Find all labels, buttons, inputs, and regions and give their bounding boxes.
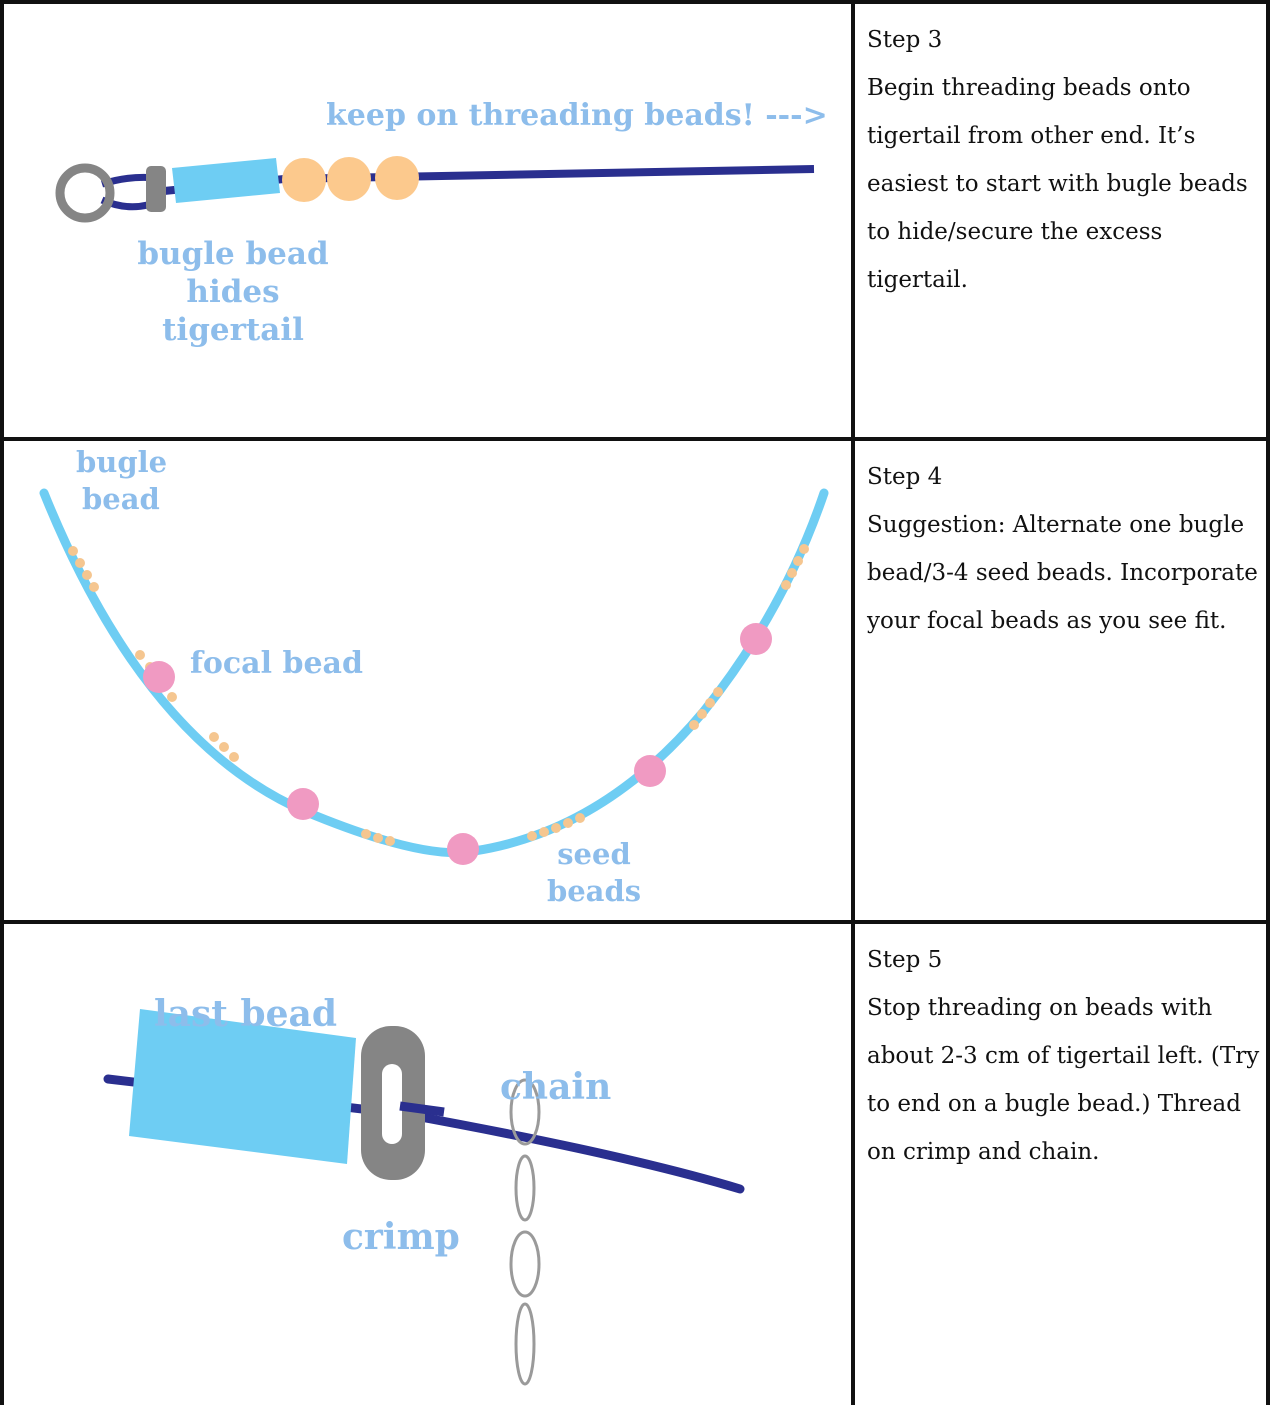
step-5-diagram: last bead chain crimp xyxy=(4,924,851,1405)
seed-beads-label-line: beads xyxy=(547,874,641,908)
jump-ring xyxy=(55,163,115,223)
step-3-text: Step 3 Begin threading beads onto tigert… xyxy=(867,16,1262,304)
step-title: Step 4 xyxy=(867,464,943,490)
bugle-bead-label-line: bead xyxy=(82,482,160,516)
step-4-illustration: bugle bead focal bead seed beads xyxy=(39,445,829,908)
step-title: Step 5 xyxy=(867,947,943,973)
table-border-left xyxy=(0,0,4,1405)
table-column-divider xyxy=(851,0,855,1405)
step-description: Begin threading beads onto tigertail fro… xyxy=(867,75,1248,293)
chain xyxy=(509,1078,541,1386)
seed-beads-label-line: seed xyxy=(557,837,631,871)
bugle-bead xyxy=(172,158,280,203)
table-row-divider xyxy=(0,437,1270,441)
crimp-label: crimp xyxy=(342,1216,460,1258)
bugle-bead-label-line: hides xyxy=(186,274,279,310)
round-bead xyxy=(375,156,419,200)
step-row-3: keep on threading beads! ---> bugle bead… xyxy=(0,4,1270,437)
focal-beads xyxy=(143,623,772,865)
table-border-right xyxy=(1266,0,1270,1405)
crimp-hole xyxy=(382,1064,402,1144)
tigertail-wire xyxy=(399,1101,445,1117)
keep-threading-label: keep on threading beads! ---> xyxy=(326,98,828,133)
round-bead xyxy=(327,157,371,201)
step-description: Stop threading on beads with about 2-3 c… xyxy=(867,995,1260,1165)
step-3-diagram: keep on threading beads! ---> bugle bead… xyxy=(4,4,851,437)
bugle-bead-label-line: bugle bead xyxy=(137,236,328,272)
crimp-bead xyxy=(146,166,166,212)
round-bead xyxy=(282,158,326,202)
step-5-text: Step 5 Stop threading on beads with abou… xyxy=(867,936,1262,1176)
chain-label: chain xyxy=(500,1066,611,1108)
step-3-illustration: keep on threading beads! ---> bugle bead… xyxy=(55,98,828,348)
step-5-illustration: last bead chain crimp xyxy=(103,993,745,1386)
bugle-bead-label-line: bugle xyxy=(76,445,167,479)
step-4-text: Step 4 Suggestion: Alternate one bugle b… xyxy=(867,453,1262,645)
focal-bead-label: focal bead xyxy=(190,646,363,681)
step-row-4: bugle bead focal bead seed beads Step 4 … xyxy=(0,441,1270,920)
step-title: Step 3 xyxy=(867,27,943,53)
seed-beads xyxy=(68,544,809,846)
step-description: Suggestion: Alternate one bugle bead/3-4… xyxy=(867,512,1258,634)
table-row-divider xyxy=(0,920,1270,924)
bugle-bead-label-line: tigertail xyxy=(162,312,304,348)
last-bugle-bead xyxy=(129,1009,356,1164)
last-bead-label: last bead xyxy=(154,993,337,1035)
table-border-top xyxy=(0,0,1270,4)
step-row-5: last bead chain crimp Step 5 Stop thread… xyxy=(0,924,1270,1405)
tigertail-wire xyxy=(103,1074,745,1194)
step-4-diagram: bugle bead focal bead seed beads xyxy=(4,441,851,920)
